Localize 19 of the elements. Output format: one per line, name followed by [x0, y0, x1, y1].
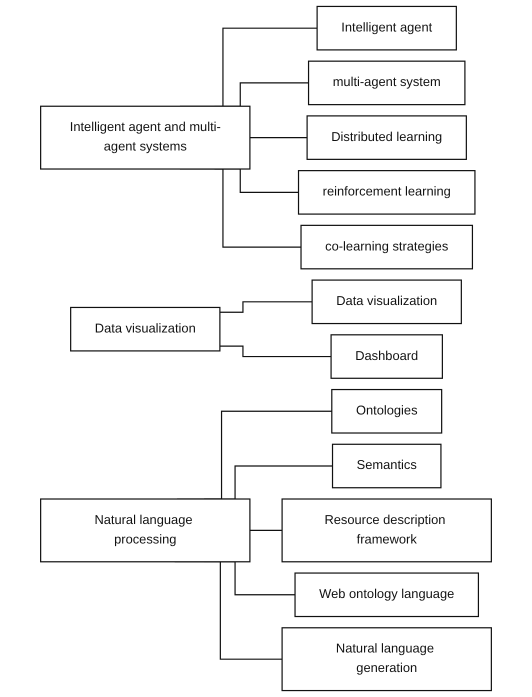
node-box: Web ontology language	[294, 572, 480, 618]
node-box: reinforcement learning	[298, 170, 476, 215]
node-box: Data visualization	[312, 279, 462, 324]
node-box: Semantics	[332, 444, 442, 488]
node-box: Natural language processing	[40, 498, 250, 562]
connector	[250, 530, 282, 531]
node-box: multi-agent system	[308, 60, 466, 106]
node-box: Distributed learning	[306, 115, 467, 160]
node-box: Ontologies	[331, 388, 442, 434]
node-box: co-learning strategies	[300, 224, 474, 270]
node-box: Natural language generation	[282, 627, 492, 692]
connector	[220, 301, 312, 313]
node-box: Intelligent agent	[316, 6, 457, 50]
node-box: Intelligent agent and multi-agent systems	[40, 106, 250, 170]
connector	[220, 346, 332, 358]
node-box: Resource description framework	[282, 498, 492, 562]
node-box: Dashboard	[330, 334, 443, 379]
node-box: Data visualization	[70, 306, 220, 352]
connector	[250, 137, 308, 138]
